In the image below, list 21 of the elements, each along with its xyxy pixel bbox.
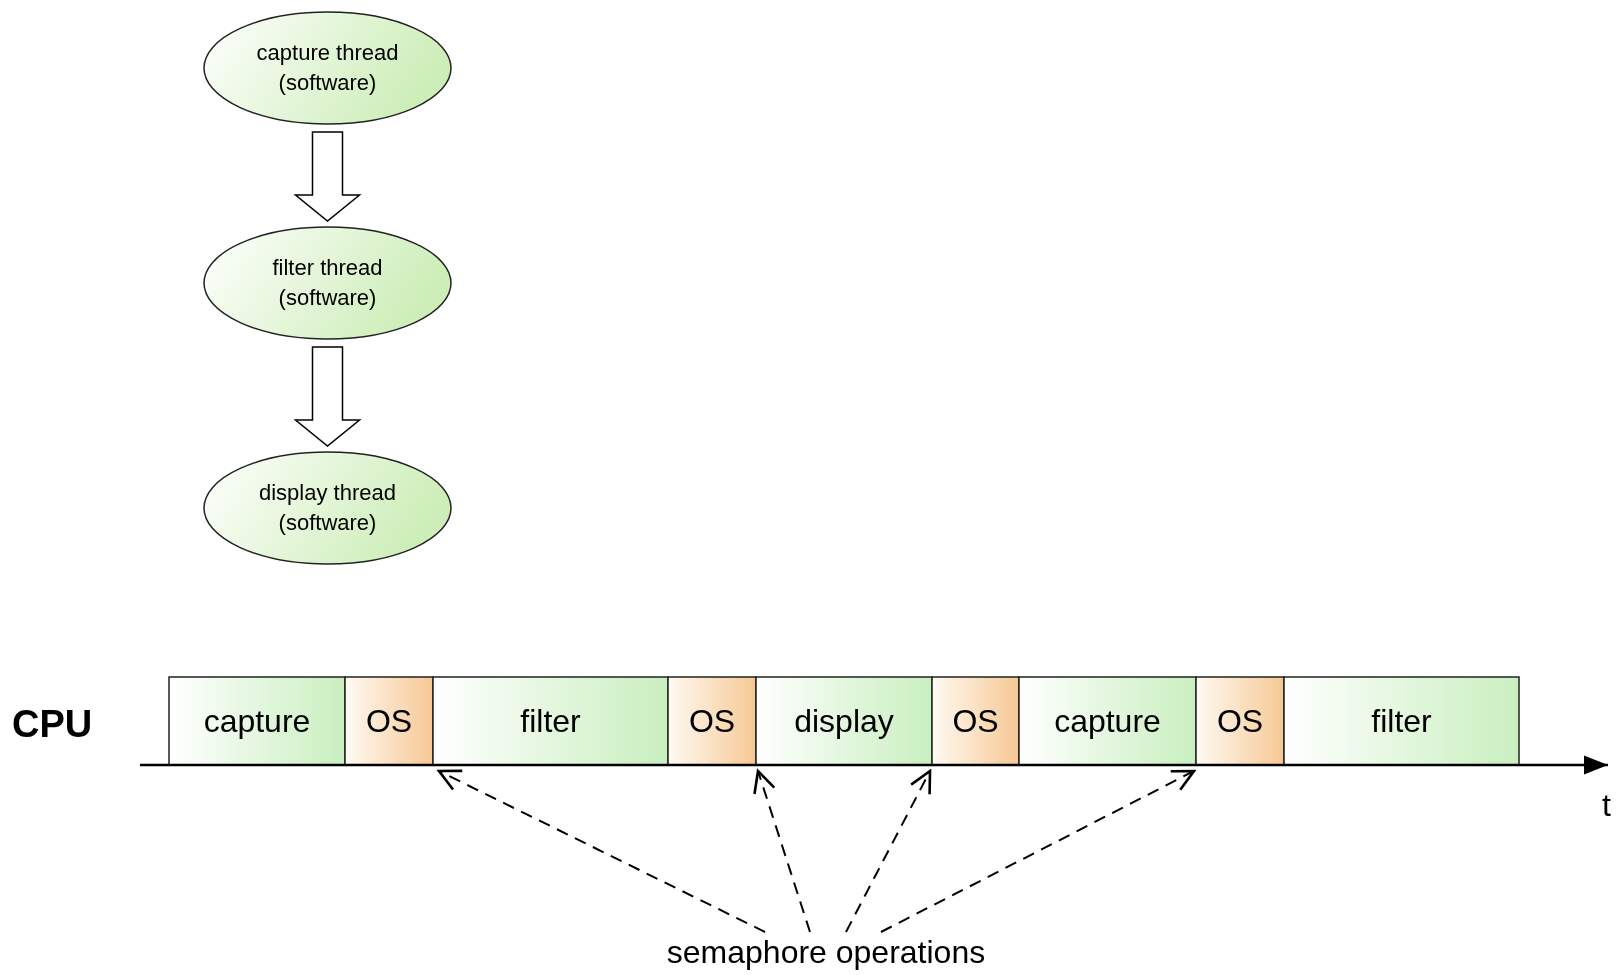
node-label: OS bbox=[688, 702, 736, 740]
block-arrow bbox=[293, 131, 362, 222]
row-label: CPU bbox=[12, 703, 93, 746]
node-label: filter thread (software) bbox=[271, 254, 384, 312]
annotation-text: semaphore operations bbox=[666, 933, 986, 971]
dashed-arrow bbox=[753, 769, 811, 933]
node-label: capture bbox=[203, 702, 311, 740]
axis-label: t bbox=[1602, 787, 1611, 824]
node-label: filter bbox=[520, 702, 581, 740]
dashed-arrow bbox=[880, 769, 1196, 933]
block-arrow bbox=[293, 346, 362, 447]
node-label: capture bbox=[1054, 702, 1161, 740]
node-label: filter bbox=[1371, 702, 1432, 740]
node-label: display thread (software) bbox=[258, 479, 397, 537]
dashed-arrow bbox=[845, 769, 932, 933]
node-label: capture thread (software) bbox=[255, 39, 400, 97]
node-label: OS bbox=[952, 702, 999, 740]
node-label: display bbox=[794, 702, 894, 740]
node-label: OS bbox=[1216, 702, 1264, 740]
node-label: OS bbox=[365, 702, 413, 740]
dashed-arrow bbox=[437, 769, 766, 933]
